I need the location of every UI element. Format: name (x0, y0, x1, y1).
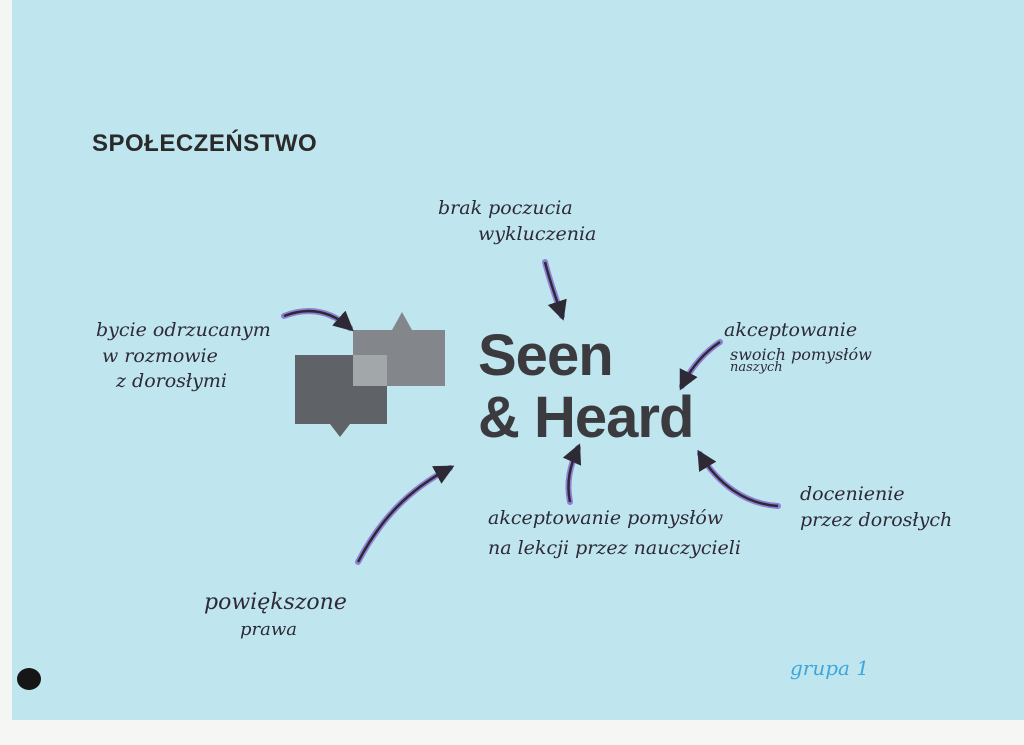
note-left-line-3: z dorosłymi (116, 370, 227, 393)
note-left-line-1: bycie odrzucanym (96, 319, 271, 341)
arrow-right-top (679, 339, 723, 389)
arrow-bottom-center-ink (562, 443, 582, 503)
note-bottom-center-line-2: na lekcji przez nauczycieli (488, 536, 741, 559)
note-top-line-2: wykluczenia (478, 222, 597, 245)
paper-sheet (12, 0, 1024, 720)
scan-margin (0, 720, 1024, 745)
seen-heard-logo-mark (295, 312, 445, 437)
logo-tab-bottom (330, 424, 350, 437)
logo-overlap (353, 355, 387, 386)
logo-wordmark: Seen & Heard (478, 323, 694, 450)
note-right-top-line-1: akceptowanie (724, 319, 858, 341)
arrow-bottom-left (355, 465, 453, 565)
note-top: brak poczucia wykluczenia (438, 196, 596, 247)
note-bottom-left-line-2: prawa (240, 618, 297, 640)
note-left-line-2: w rozmowie (102, 344, 218, 367)
logo-line-heard: & Heard (478, 385, 694, 450)
note-right-bottom-line-2: przez dorosłych (800, 508, 953, 531)
logo-line-seen: Seen (478, 323, 614, 388)
note-left: bycie odrzucanym w rozmowie z dorosłymi (96, 318, 271, 395)
note-right-top: akceptowanie swoich pomysłów naszych (724, 318, 872, 377)
arrow-right-bottom (697, 451, 781, 509)
ink-blot (17, 668, 41, 690)
note-right-top-line-2: swoich pomysłów (730, 344, 872, 364)
arrow-right-top-ink (679, 340, 721, 391)
note-right-bottom-line-1: docenienie (800, 483, 905, 505)
arrow-left-ink (283, 309, 354, 332)
group-label: grupa 1 (790, 656, 870, 680)
arrow-right-bottom-ink (697, 449, 779, 508)
note-right-bottom: docenienie przez dorosłych (800, 482, 952, 533)
note-bottom-left-line-1: powiększone (204, 590, 347, 615)
arrow-top-ink (543, 261, 567, 321)
note-bottom-left: powiększone prawa (204, 588, 347, 642)
logo-tab-top (392, 312, 412, 330)
note-bottom-center-line-1: akceptowanie pomysłów (488, 507, 724, 529)
note-right-top-correction: naszych (730, 360, 783, 376)
note-top-line-1: brak poczucia (438, 197, 573, 219)
arrow-bottom-left-ink (356, 465, 455, 563)
note-bottom-center: akceptowanie pomysłów na lekcji przez na… (488, 506, 741, 561)
page-title: SPOŁECZEŃSTWO (92, 130, 318, 157)
